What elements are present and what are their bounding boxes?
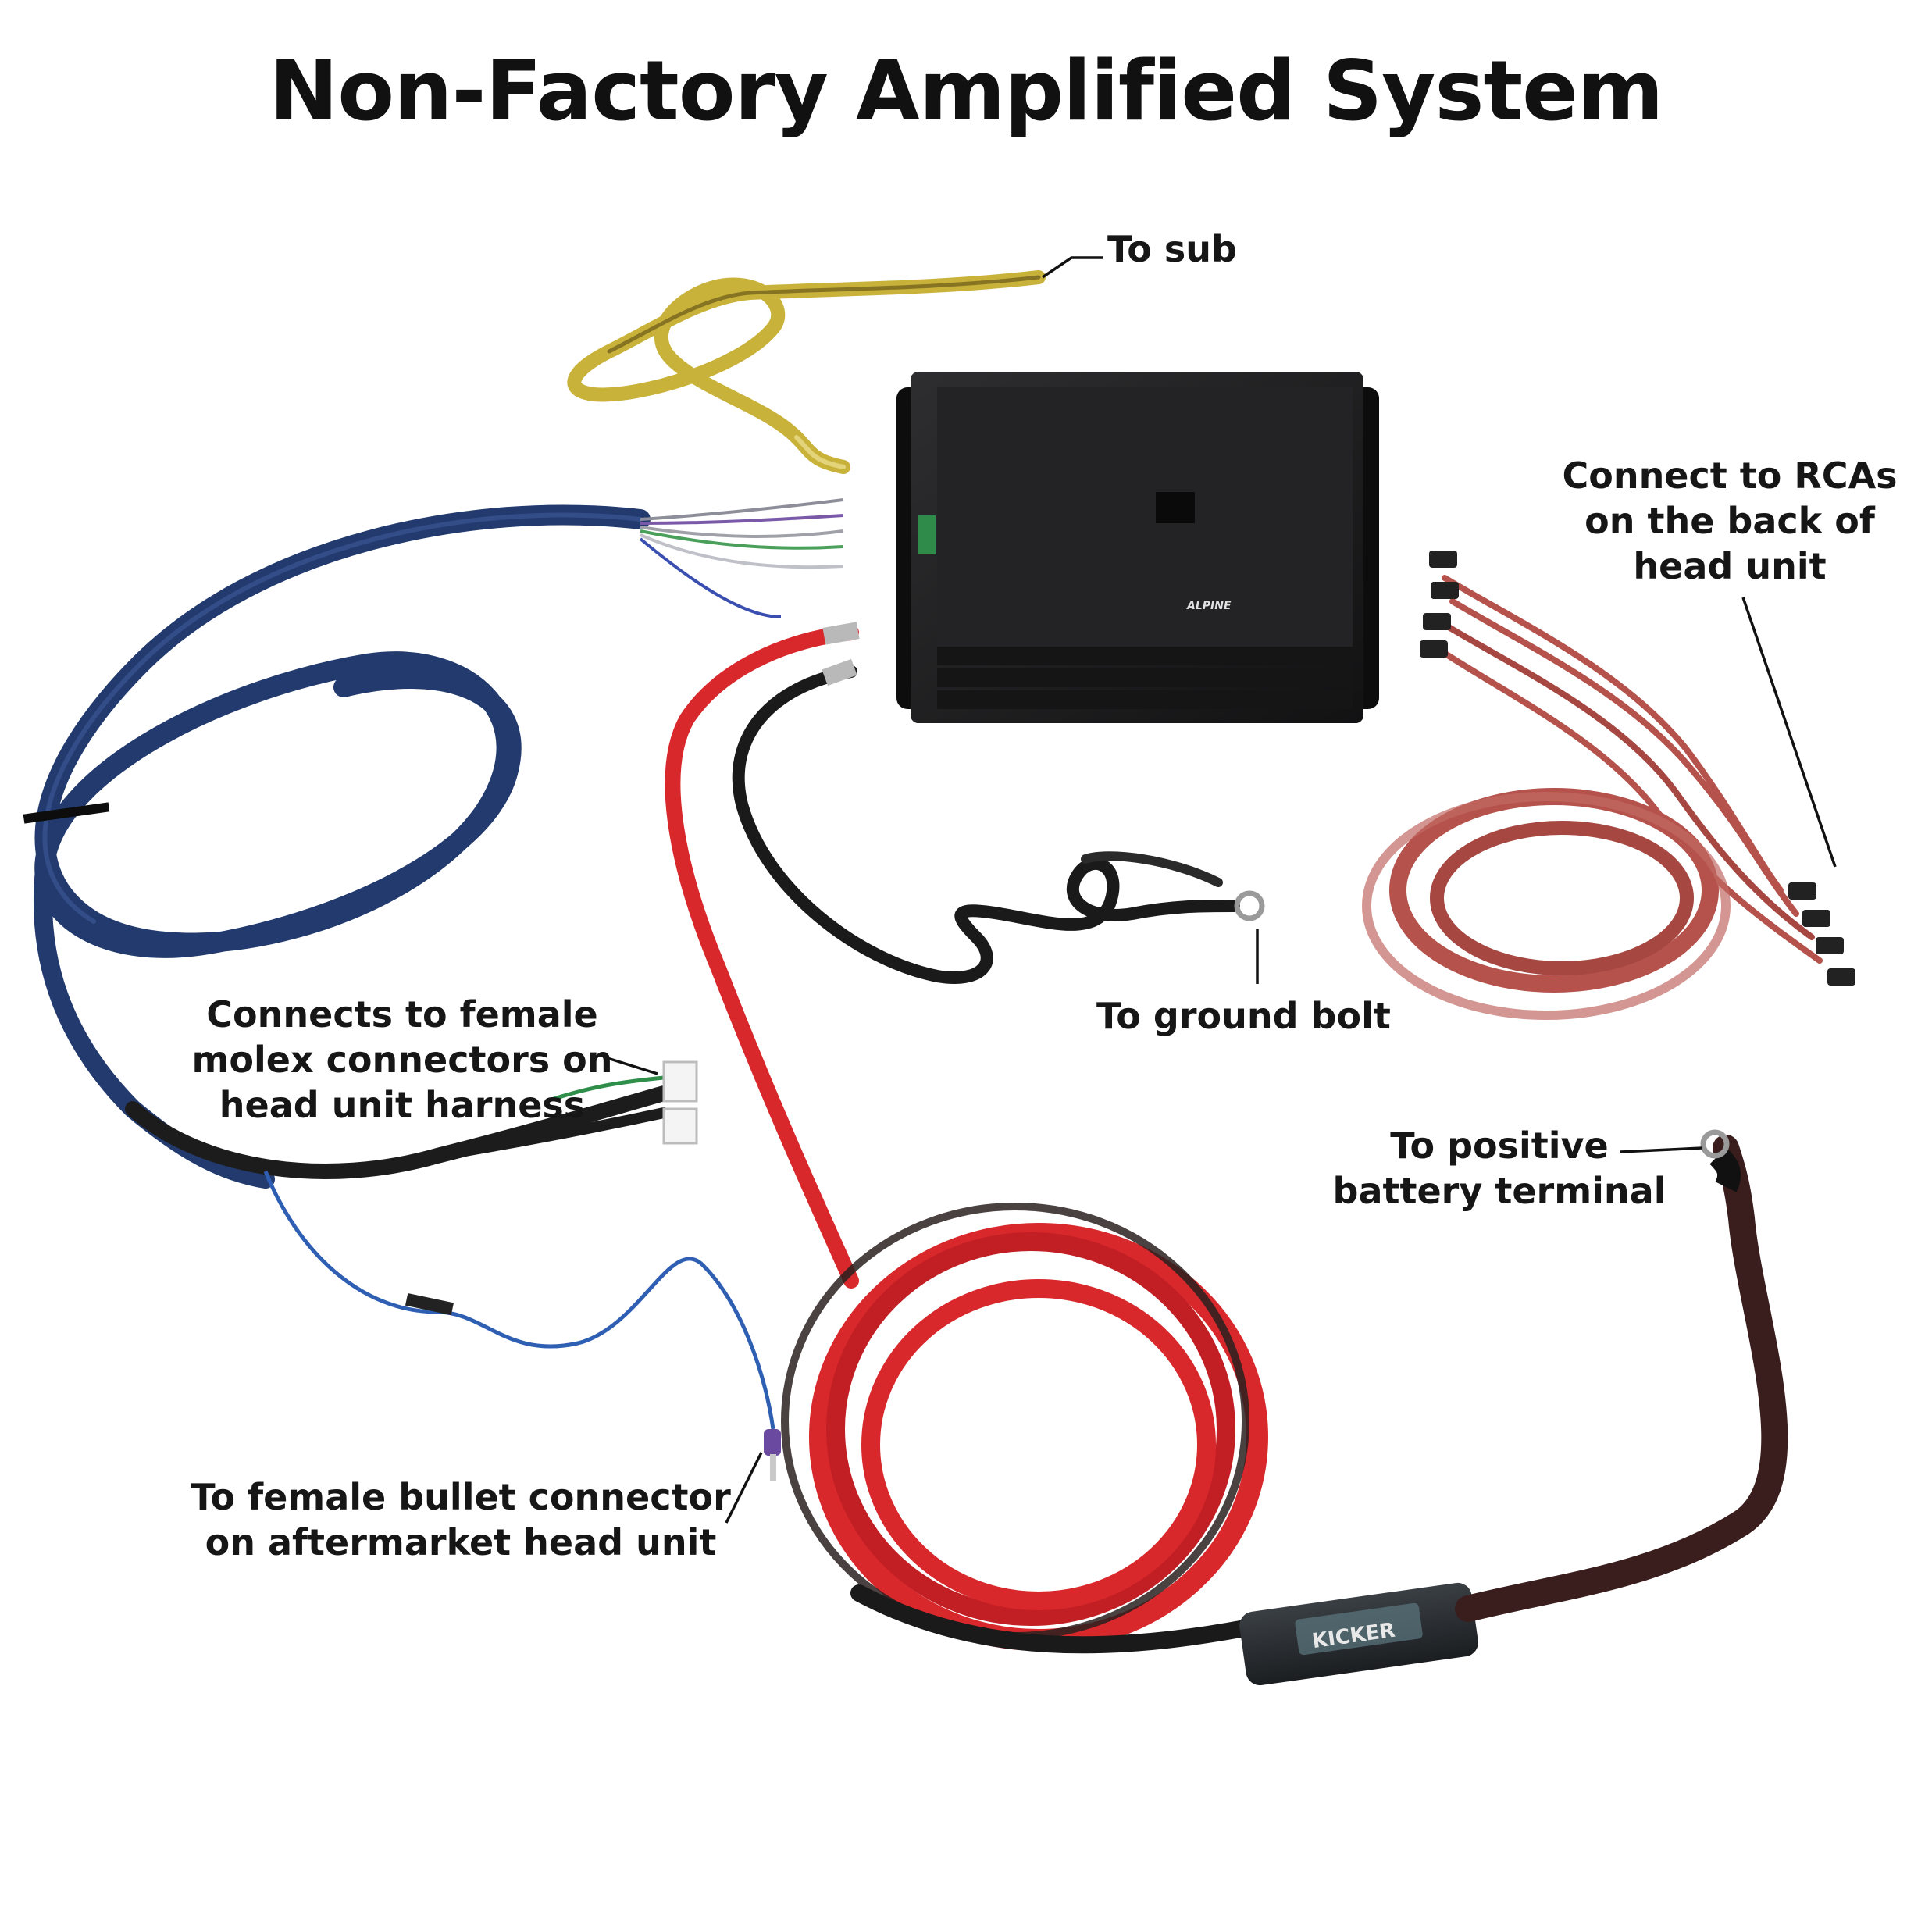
fuse-holder: KICKER: [1239, 1582, 1478, 1686]
amp-terminal-block: [918, 515, 936, 554]
label-battery-line-2: battery terminal: [1332, 1170, 1666, 1212]
battery-lead-sleeve: [1709, 1147, 1741, 1192]
heat-shrink: [405, 1292, 454, 1316]
speaker-wire: [567, 270, 1046, 474]
label-battery-line-1: To positive: [1390, 1125, 1609, 1167]
label-bullet: To female bullet connector on aftermarke…: [187, 1474, 734, 1565]
power-wire: [665, 625, 1274, 1654]
label-rca-line-3: head unit: [1633, 545, 1827, 587]
label-rca-line-1: Connect to RCAs: [1562, 454, 1898, 497]
label-molex-line-3: head unit harness: [219, 1084, 586, 1126]
signal-loom-cable: [34, 504, 672, 1189]
ground-wire: [732, 665, 1240, 984]
amplifier: ALPINE: [896, 372, 1379, 723]
battery-ring-terminal: [1700, 1129, 1730, 1159]
bullet-connector: [764, 1429, 781, 1481]
rca-cable-bundle: [1362, 575, 1823, 1020]
amp-center-badge: [1156, 492, 1195, 523]
amp-brand-logo: ALPINE: [1186, 600, 1232, 612]
page-title: Non-Factory Amplified System: [269, 43, 1663, 139]
battery-lead: [1455, 1135, 1788, 1622]
label-bullet-line-1: To female bullet connector: [191, 1476, 731, 1518]
ground-ring-terminal: [822, 658, 1265, 921]
label-ground-text: To ground bolt: [1096, 995, 1391, 1037]
label-rca: Connect to RCAs on the back of head unit: [1554, 453, 1905, 589]
loom-breakout-wires: [639, 498, 844, 618]
leader-lines: [607, 256, 1837, 1524]
zip-tie: [23, 802, 110, 824]
label-molex-line-2: molex connectors on: [191, 1039, 613, 1081]
power-ring-terminal: [822, 622, 860, 645]
label-rca-line-2: on the back of: [1584, 500, 1875, 542]
label-battery: To positive battery terminal: [1328, 1123, 1671, 1214]
label-ground: To ground bolt: [1096, 993, 1391, 1039]
label-to-sub-text: To sub: [1107, 228, 1237, 270]
label-molex-line-1: Connects to female: [206, 993, 598, 1036]
label-to-sub: To sub: [1107, 226, 1237, 272]
label-bullet-line-2: on aftermarket head unit: [205, 1521, 717, 1563]
rca-plugs: [1420, 551, 1855, 986]
remote-turn-on-wire: [263, 1171, 775, 1430]
label-molex: Connects to female molex connectors on h…: [191, 992, 613, 1128]
molex-connectors: [546, 1060, 698, 1145]
